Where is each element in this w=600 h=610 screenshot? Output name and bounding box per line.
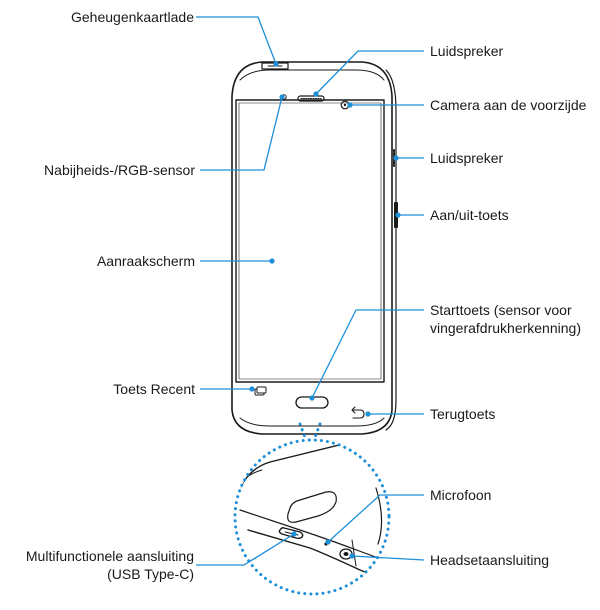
label-memory-card-tray: Geheugenkaartlade [71, 9, 194, 25]
label-proximity-rgb-sensor: Nabijheids-/RGB-sensor [44, 162, 195, 178]
phone-outer-frame [231, 61, 393, 435]
phone-body [231, 61, 398, 435]
phone-top-curve [239, 69, 385, 81]
label-power-key: Aan/uit-toets [430, 207, 509, 223]
callout-home-key [311, 309, 424, 399]
earpiece-speaker [297, 95, 325, 102]
label-front-camera: Camera aan de voorzijde [430, 97, 587, 113]
memory-card-tray [261, 62, 289, 70]
label-multipurpose-jack-line1: Multifunctionele aansluiting [25, 548, 194, 564]
callout-speaker-top [315, 50, 424, 95]
label-speaker-side: Luidspreker [430, 150, 504, 166]
touchscreen-inner [238, 102, 382, 380]
label-speaker-top: Luidspreker [430, 43, 504, 59]
callout-headset-jack [351, 555, 425, 561]
phone-bottom-curve [239, 417, 385, 427]
callout-memory-card-tray [196, 16, 277, 65]
callout-dots [249, 61, 401, 559]
callout-microphone [327, 494, 424, 543]
label-back-key: Terugtoets [430, 406, 496, 422]
label-headset-jack: Headsetaansluiting [430, 552, 550, 568]
label-touchscreen: Aanraakscherm [96, 253, 195, 269]
callout-usb-port [196, 533, 295, 566]
label-microphone: Microfoon [430, 487, 492, 503]
touchscreen-area [235, 99, 385, 383]
callout-lines [196, 16, 425, 566]
zoom-detail [233, 438, 391, 596]
back-key-icon [351, 406, 365, 419]
label-home-key-line2: vingerafdrukherkenning) [430, 320, 581, 336]
label-recent-key: Toets Recent [113, 381, 195, 397]
label-multipurpose-jack: Multifunctionele aansluiting (USB Type-C… [26, 547, 194, 583]
label-home-key: Starttoets (sensor voor vingerafdrukherk… [430, 301, 581, 337]
zoom-home-key [287, 491, 337, 523]
phone-side-edge [385, 69, 397, 431]
callout-proximity-sensor [200, 96, 283, 171]
label-home-key-line1: Starttoets (sensor voor [430, 302, 572, 318]
zoom-circle-outline [233, 438, 391, 596]
label-multipurpose-jack-line2: (USB Type-C) [107, 566, 194, 582]
